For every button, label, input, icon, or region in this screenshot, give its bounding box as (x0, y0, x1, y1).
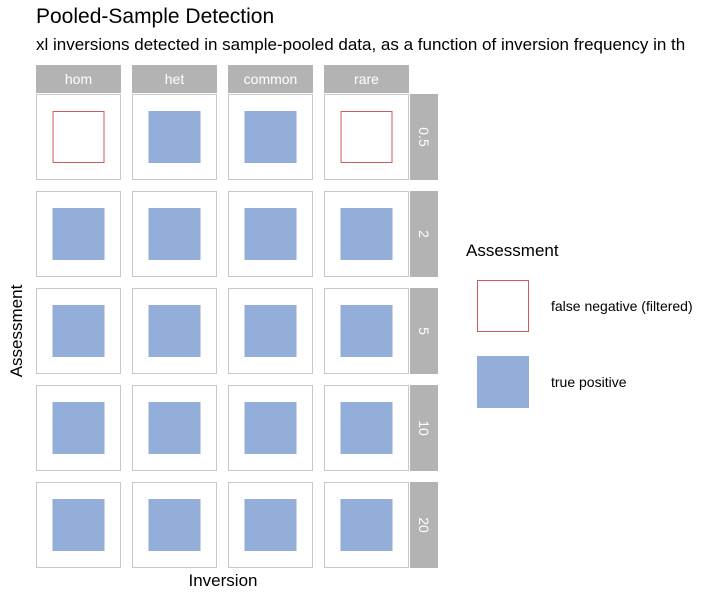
tile-20-hom (52, 499, 105, 551)
panel-0-5-hom (36, 94, 121, 180)
tile-20-common (244, 499, 297, 551)
legend-item-false-negative: false negative (filtered) (477, 280, 717, 332)
tile-5-hom (52, 305, 105, 357)
tile-0-5-hom (52, 111, 105, 163)
tile-2-het (148, 208, 201, 260)
row-strip-label-5: 5 (416, 327, 432, 335)
row-strip-2 (410, 191, 438, 277)
tile-10-common (244, 402, 297, 454)
tile-10-hom (52, 402, 105, 454)
panel-0-5-rare (324, 94, 409, 180)
column-strip-hom (36, 65, 121, 93)
tile-20-rare (340, 499, 393, 551)
column-strip-label-common: common (244, 71, 298, 87)
chart-title: Pooled-Sample Detection (36, 5, 275, 28)
row-strip-label-10: 10 (416, 420, 432, 436)
panel-20-rare (324, 482, 409, 568)
tile-0-5-common (244, 111, 297, 163)
legend-item-true-positive: true positive (477, 356, 717, 408)
x-axis-label: Inversion (188, 571, 258, 590)
tile-5-rare (340, 305, 393, 357)
legend-title: Assessment (466, 241, 559, 260)
legend-label-true-positive: true positive (551, 374, 627, 390)
legend-key-true-positive (477, 356, 529, 408)
tile-2-hom (52, 208, 105, 260)
tile-2-rare (340, 208, 393, 260)
tile-2-common (244, 208, 297, 260)
tile-0-5-het (148, 111, 201, 163)
column-strip-label-rare: rare (354, 71, 379, 87)
row-strip-20 (410, 482, 438, 568)
column-strip-rare (324, 65, 409, 93)
tile-0-5-rare (340, 111, 393, 163)
column-strip-common (228, 65, 313, 93)
y-axis-label: Assessment (7, 284, 26, 378)
row-strip-0-5 (410, 94, 438, 180)
chart-subtitle: xl inversions detected in sample-pooled … (36, 35, 686, 54)
tile-20-het (148, 499, 201, 551)
column-strip-het (132, 65, 217, 93)
tile-5-common (244, 305, 297, 357)
row-strip-10 (410, 385, 438, 471)
tile-5-het (148, 305, 201, 357)
column-strip-label-hom: hom (65, 71, 92, 87)
column-strip-label-het: het (165, 71, 185, 87)
tile-10-het (148, 402, 201, 454)
legend-label-false-negative: false negative (filtered) (551, 298, 693, 314)
row-strip-5 (410, 288, 438, 374)
row-strip-label-20: 20 (416, 517, 432, 533)
row-strip-label-2: 2 (416, 230, 432, 238)
row-strip-label-0-5: 0.5 (416, 127, 432, 147)
legend-key-false-negative (477, 280, 529, 332)
tile-10-rare (340, 402, 393, 454)
